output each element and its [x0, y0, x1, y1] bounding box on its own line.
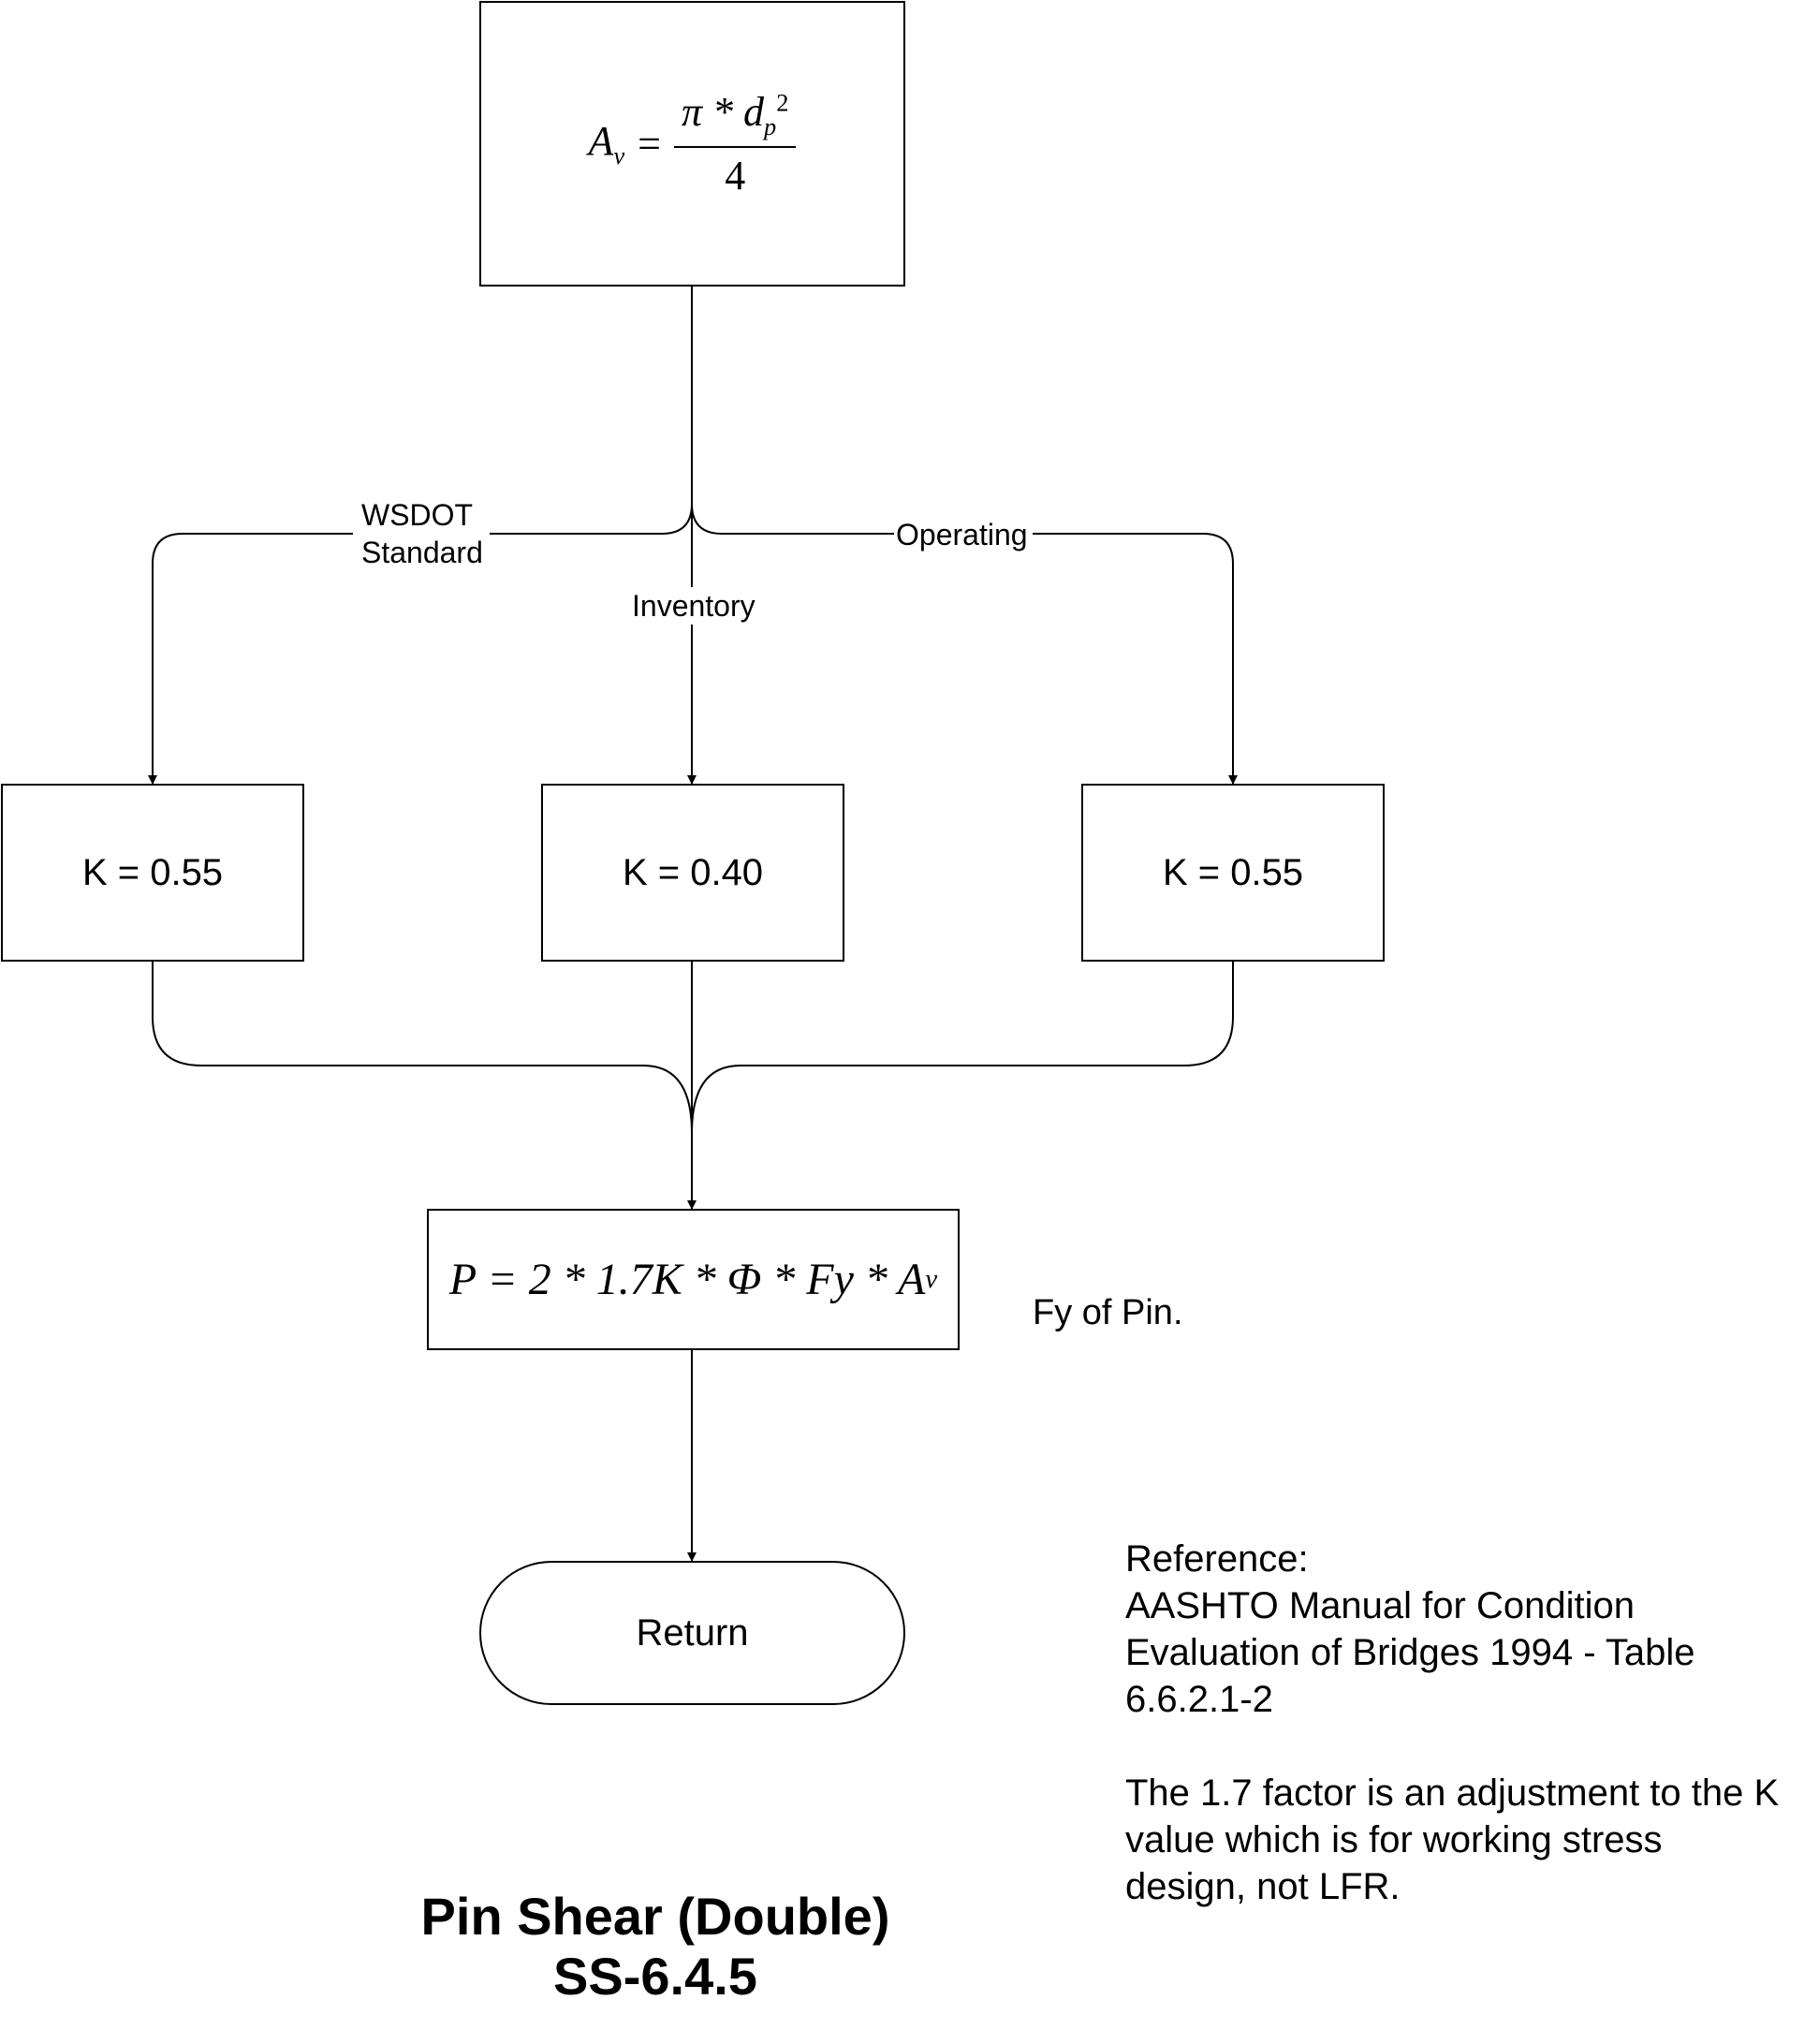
area-formula-fraction: π * dp2 4 — [673, 88, 797, 200]
connector-split-right — [691, 503, 1238, 785]
k-value-middle: K = 0.40 — [622, 851, 764, 893]
diagram-title: Pin Shear (Double) SS-6.4.5 — [281, 1887, 1030, 2007]
area-formula-lhs: Av — [588, 118, 625, 169]
k-box-left — [1, 784, 304, 962]
branch-label-left: WSDOT Standard — [361, 498, 483, 569]
branch-label-middle: Inventory — [632, 589, 755, 623]
fy-note: Fy of Pin. — [1033, 1293, 1183, 1332]
area-formula-numerator: π * dp2 — [673, 88, 797, 149]
load-formula-box — [427, 1209, 960, 1350]
area-formula: Av = π * dp2 4 — [480, 2, 904, 286]
diagram-title-line2: SS-6.4.5 — [553, 1947, 757, 2006]
branch-label-right: Operating — [896, 518, 1028, 551]
return-terminator — [479, 1561, 905, 1705]
reference-note: Reference: AASHTO Manual for Condition E… — [1125, 1538, 1780, 1907]
k-value-left: K = 0.55 — [81, 851, 224, 893]
area-formula-equals: = — [638, 121, 661, 167]
area-formula-box — [479, 1, 905, 287]
connector-merge-left — [152, 961, 693, 1134]
connector-merge-right — [691, 961, 1234, 1134]
return-label: Return — [636, 1611, 749, 1654]
k-box-middle — [541, 784, 844, 962]
k-value-right: K = 0.55 — [1162, 851, 1304, 893]
connector-split-left — [148, 503, 693, 785]
diagram-title-line1: Pin Shear (Double) — [420, 1887, 890, 1946]
area-formula-denominator: 4 — [725, 153, 746, 199]
